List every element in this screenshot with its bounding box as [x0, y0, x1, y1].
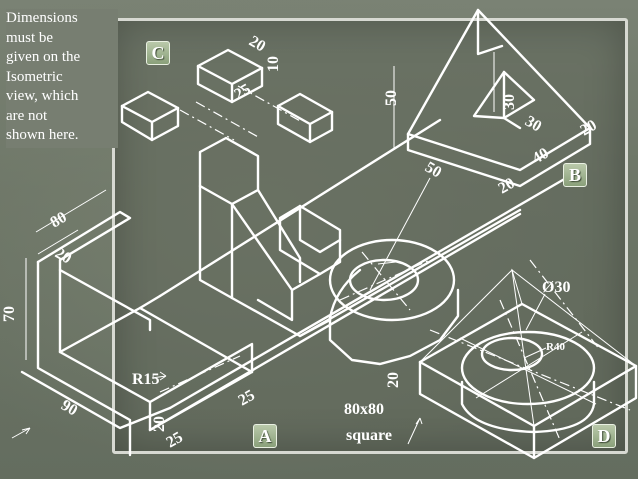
dim-b-30-vertical: 30	[501, 94, 518, 110]
view-label-a: A	[253, 424, 277, 448]
dim-b-50-vertical: 50	[383, 90, 400, 106]
note-line: are not	[6, 107, 48, 124]
chalkboard-panel	[112, 18, 628, 454]
note-line: Isometric	[6, 68, 63, 85]
dim-d-square-word: square	[346, 427, 392, 444]
dim-b-20-base: 20	[496, 175, 518, 198]
note-line: view, which	[6, 88, 79, 104]
construction-lines	[25, 52, 637, 427]
dim-a-25-bottom: 25	[164, 429, 186, 452]
note-line: given on the	[6, 49, 81, 65]
dim-c-25: 25	[232, 81, 254, 104]
dimension-arrows	[11, 261, 547, 445]
centerlines	[159, 85, 631, 441]
note-line: shown here.	[6, 127, 79, 143]
dim-a-70: 70	[1, 306, 18, 322]
instruction-note: Dimensions must be given on the Isometri…	[6, 9, 118, 148]
dim-d-20: 20	[385, 372, 402, 388]
note-line: Dimensions	[6, 10, 78, 26]
dim-a-r15: R15	[132, 371, 160, 388]
dim-c-20: 20	[246, 33, 268, 56]
dim-a-25-slot: 25	[236, 387, 258, 410]
view-label-d: D	[592, 424, 616, 448]
dim-c-10: 10	[265, 56, 282, 72]
part-a-outline	[20, 8, 638, 460]
view-label-c: C	[146, 41, 170, 65]
note-line: must be	[6, 29, 54, 46]
dimension-labels: 20 10 25 50 30 30 20 50 40 20 80 20 70 R…	[1, 33, 600, 452]
dim-d-diameter: Ø30	[542, 279, 570, 296]
dim-a-20: 20	[52, 245, 74, 268]
dim-d-square-size: 80x80	[344, 401, 384, 418]
dim-d-r40: R40	[546, 341, 565, 353]
dim-b-20-right: 20	[578, 117, 600, 140]
dim-a-20-bottom: 20	[151, 416, 168, 432]
dim-b-40: 40	[530, 145, 552, 168]
view-label-b: B	[563, 163, 587, 187]
dim-a-80: 80	[48, 209, 70, 232]
dim-b-30-slot: 30	[522, 113, 544, 136]
dim-b-50-base: 50	[422, 159, 444, 182]
dim-a-90: 90	[58, 397, 80, 420]
